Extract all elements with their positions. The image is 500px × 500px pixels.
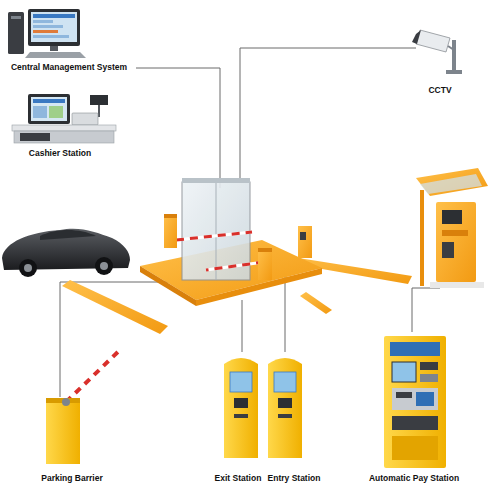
pay-station-icon-part [392,436,438,460]
pay-station-icon-part [416,392,434,406]
car-part [40,230,96,240]
car [2,229,130,277]
ticket-station-part [234,414,248,418]
computer-icon-part [33,14,75,18]
parking-barrier-icon-part [66,348,122,402]
pay-kiosk-part [430,282,484,288]
computer-icon-part [33,30,58,33]
cctv-camera-part [416,30,450,52]
ticket-station [224,358,302,458]
pay-kiosk-part [442,242,454,258]
pay-kiosk-part [442,230,468,236]
cashier-icon-part [12,125,116,131]
cctv-camera [412,30,462,74]
device-label: Exit Station [214,474,263,483]
device-label: CCTV [427,86,452,95]
cashier-icon-part [90,95,108,105]
computer-icon-part [33,35,69,38]
device-label: Entry Station [267,474,322,483]
barrier-gate-part [206,262,264,270]
cashier-icon-part [33,99,65,103]
cctv-camera-part [412,30,421,44]
parking-barrier-icon-part [62,398,70,406]
device-label: Automatic Pay Station [368,474,460,483]
barrier-gate-part [258,248,272,252]
barrier-gate [164,214,312,280]
parking-barrier-icon-part [66,348,122,402]
cctv-camera-part [448,46,454,50]
barrier-gate-part [298,226,312,258]
cashier-icon-part [98,105,100,117]
pay-kiosk-part [442,210,462,224]
cashier-icon-part [20,133,50,141]
ticket-station-part [278,398,292,408]
cashier-icon-part [72,113,98,125]
pay-station-icon-part [384,336,446,468]
pay-kiosk-part [416,168,488,196]
leader-line [60,48,440,397]
barrier-gate-part [258,248,272,280]
cctv-camera-part [452,40,456,74]
leader-line-part [242,300,243,352]
ticket-station-part [230,372,252,392]
pay-station-icon-part [392,388,438,410]
car-part [19,259,37,277]
cctv-camera-part [446,70,462,74]
pay-station-icon [384,336,446,468]
computer-icon [8,9,86,58]
toll-booth-part [182,178,250,183]
ticket-station-part [274,372,296,392]
ticket-station-part [278,414,292,418]
parking-barrier-icon-part [46,398,80,464]
pay-kiosk [416,168,488,288]
ticket-station-part [234,398,248,408]
cashier-icon-part [14,131,114,143]
leader-line-part [136,68,220,188]
barrier-gate-part [164,214,177,218]
barrier-gate-part [164,214,177,248]
ticket-station-part [268,358,302,458]
cashier-icon [12,94,116,143]
pay-kiosk-part [436,202,476,282]
computer-icon-part [28,9,80,46]
computer-icon-part [33,25,63,28]
pay-station-icon-part [392,416,438,430]
computer-icon-part [25,52,86,58]
pay-station-icon-part [420,374,438,382]
pay-kiosk-part [420,190,424,286]
pay-kiosk-part [420,174,482,194]
pay-station-icon-part [420,362,438,370]
pay-station-icon-part [396,392,412,398]
car-part [100,262,108,270]
leader-line-part [412,288,440,332]
barrier-gate-part [176,232,252,240]
cashier-icon-part [31,97,67,121]
pay-station-icon-part [390,342,440,356]
barrier-gate-part [300,232,306,240]
device-label: Cashier Station [28,149,92,158]
pay-station-icon-part [392,362,416,382]
computer-icon-part [11,16,21,19]
toll-booth-part [216,182,217,280]
device-label: Central Management System [10,63,128,72]
device-label: Parking Barrier [40,474,103,483]
car-part [24,264,32,272]
computer-icon-part [50,46,58,51]
leader-line-part [240,48,416,182]
computer-icon-part [31,12,77,42]
parking-lane-part [300,292,332,314]
barrier-gate-part [206,262,264,270]
parking-lane-part [62,280,168,334]
computer-icon-part [33,20,53,23]
computer-icon-part [8,12,24,54]
car-part [95,257,113,275]
barrier-gate-part [176,232,252,240]
parking-barrier-icon [46,348,122,464]
ticket-station-part [224,358,258,458]
cashier-icon-part [28,94,70,124]
cashier-icon-part [33,106,47,118]
cashier-icon-part [49,106,63,118]
